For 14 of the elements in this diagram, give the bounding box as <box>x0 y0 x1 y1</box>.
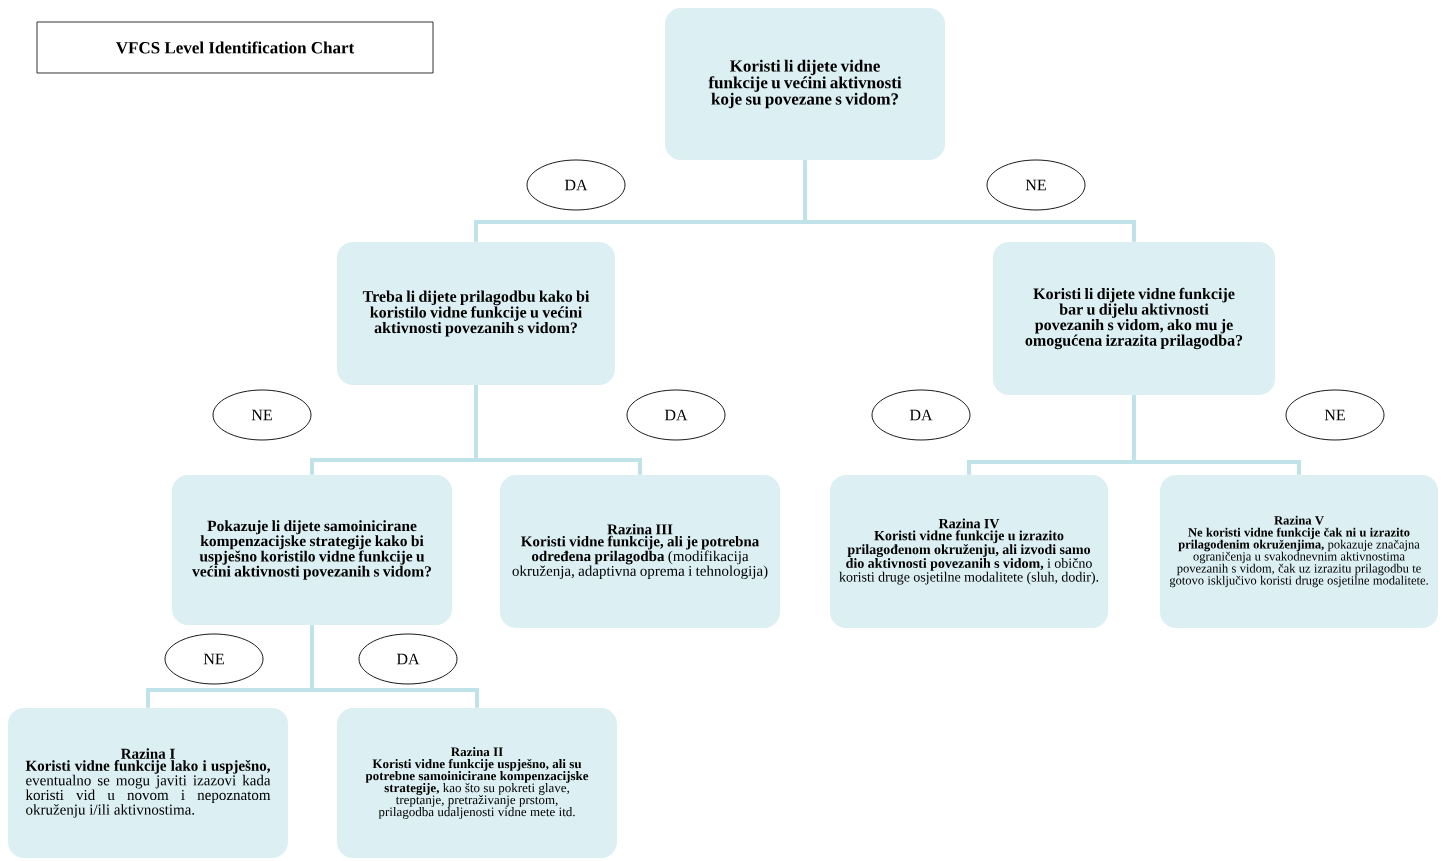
level-box: Razina III Koristi vidne funkcije, ali je potrebna određena prilagodba (modifikacija okruženja, adaptivna oprema i tehnologija) <box>500 475 780 628</box>
level-box: Razina I Koristi vidne funkcije lako i uspješno, eventualno se mogu javiti izazovi kada koristi vid u novom i nepoznatom okruženju i/ili aktivnostima. <box>8 708 288 858</box>
connector <box>310 625 479 708</box>
level-box: Razina V Ne koristi vidne funkcije čak ni u izrazito prilagođenim okruženjima, pokazuje značajna ograničenja u svakodnevnim aktivnostima povezanih s vidom, čak uz izrazitu prilagodbu te gotovo isključivo koristi druge osjetilne modalitete. <box>1160 475 1438 628</box>
question-box: Pokazuje li dijete samoinicirane kompenzacijske strategije kako bi uspješno koristilo vidne funkcije u većini aktivnosti povezanih s vidom? <box>172 475 452 625</box>
connector <box>1132 395 1301 475</box>
level-box: Razina II Koristi vidne funkcije uspješno, ali su potrebne samoinicirane kompenzacijske strategije, kao što su pokreti glave, treptanje, pretraživanje prstom, prilagodba udaljenosti vidne mete itd. <box>337 708 617 858</box>
connector <box>803 160 1136 242</box>
connector <box>474 385 642 475</box>
level-box: Razina IV Koristi vidne funkcije u izrazito prilagođenom okruženju, ali izvodi samo dio aktivnosti povezanih s vidom, i obično koristi druge osjetilne modalitete (sluh, dodir). <box>830 475 1108 628</box>
question-box: Koristi li dijete vidne funkcije u većini aktivnosti koje su povezane s vidom? <box>665 8 945 160</box>
title-box: VFCS Level Identification Chart <box>36 21 434 74</box>
question-box: Koristi li dijete vidne funkcije bar u dijelu aktivnosti povezanih s vidom, ako mu je omogućena izrazita prilagodba? <box>993 242 1275 395</box>
question-box: Treba li dijete prilagodbu kako bi koristilo vidne funkcije u većini aktivnosti povezanih s vidom? <box>337 242 615 385</box>
